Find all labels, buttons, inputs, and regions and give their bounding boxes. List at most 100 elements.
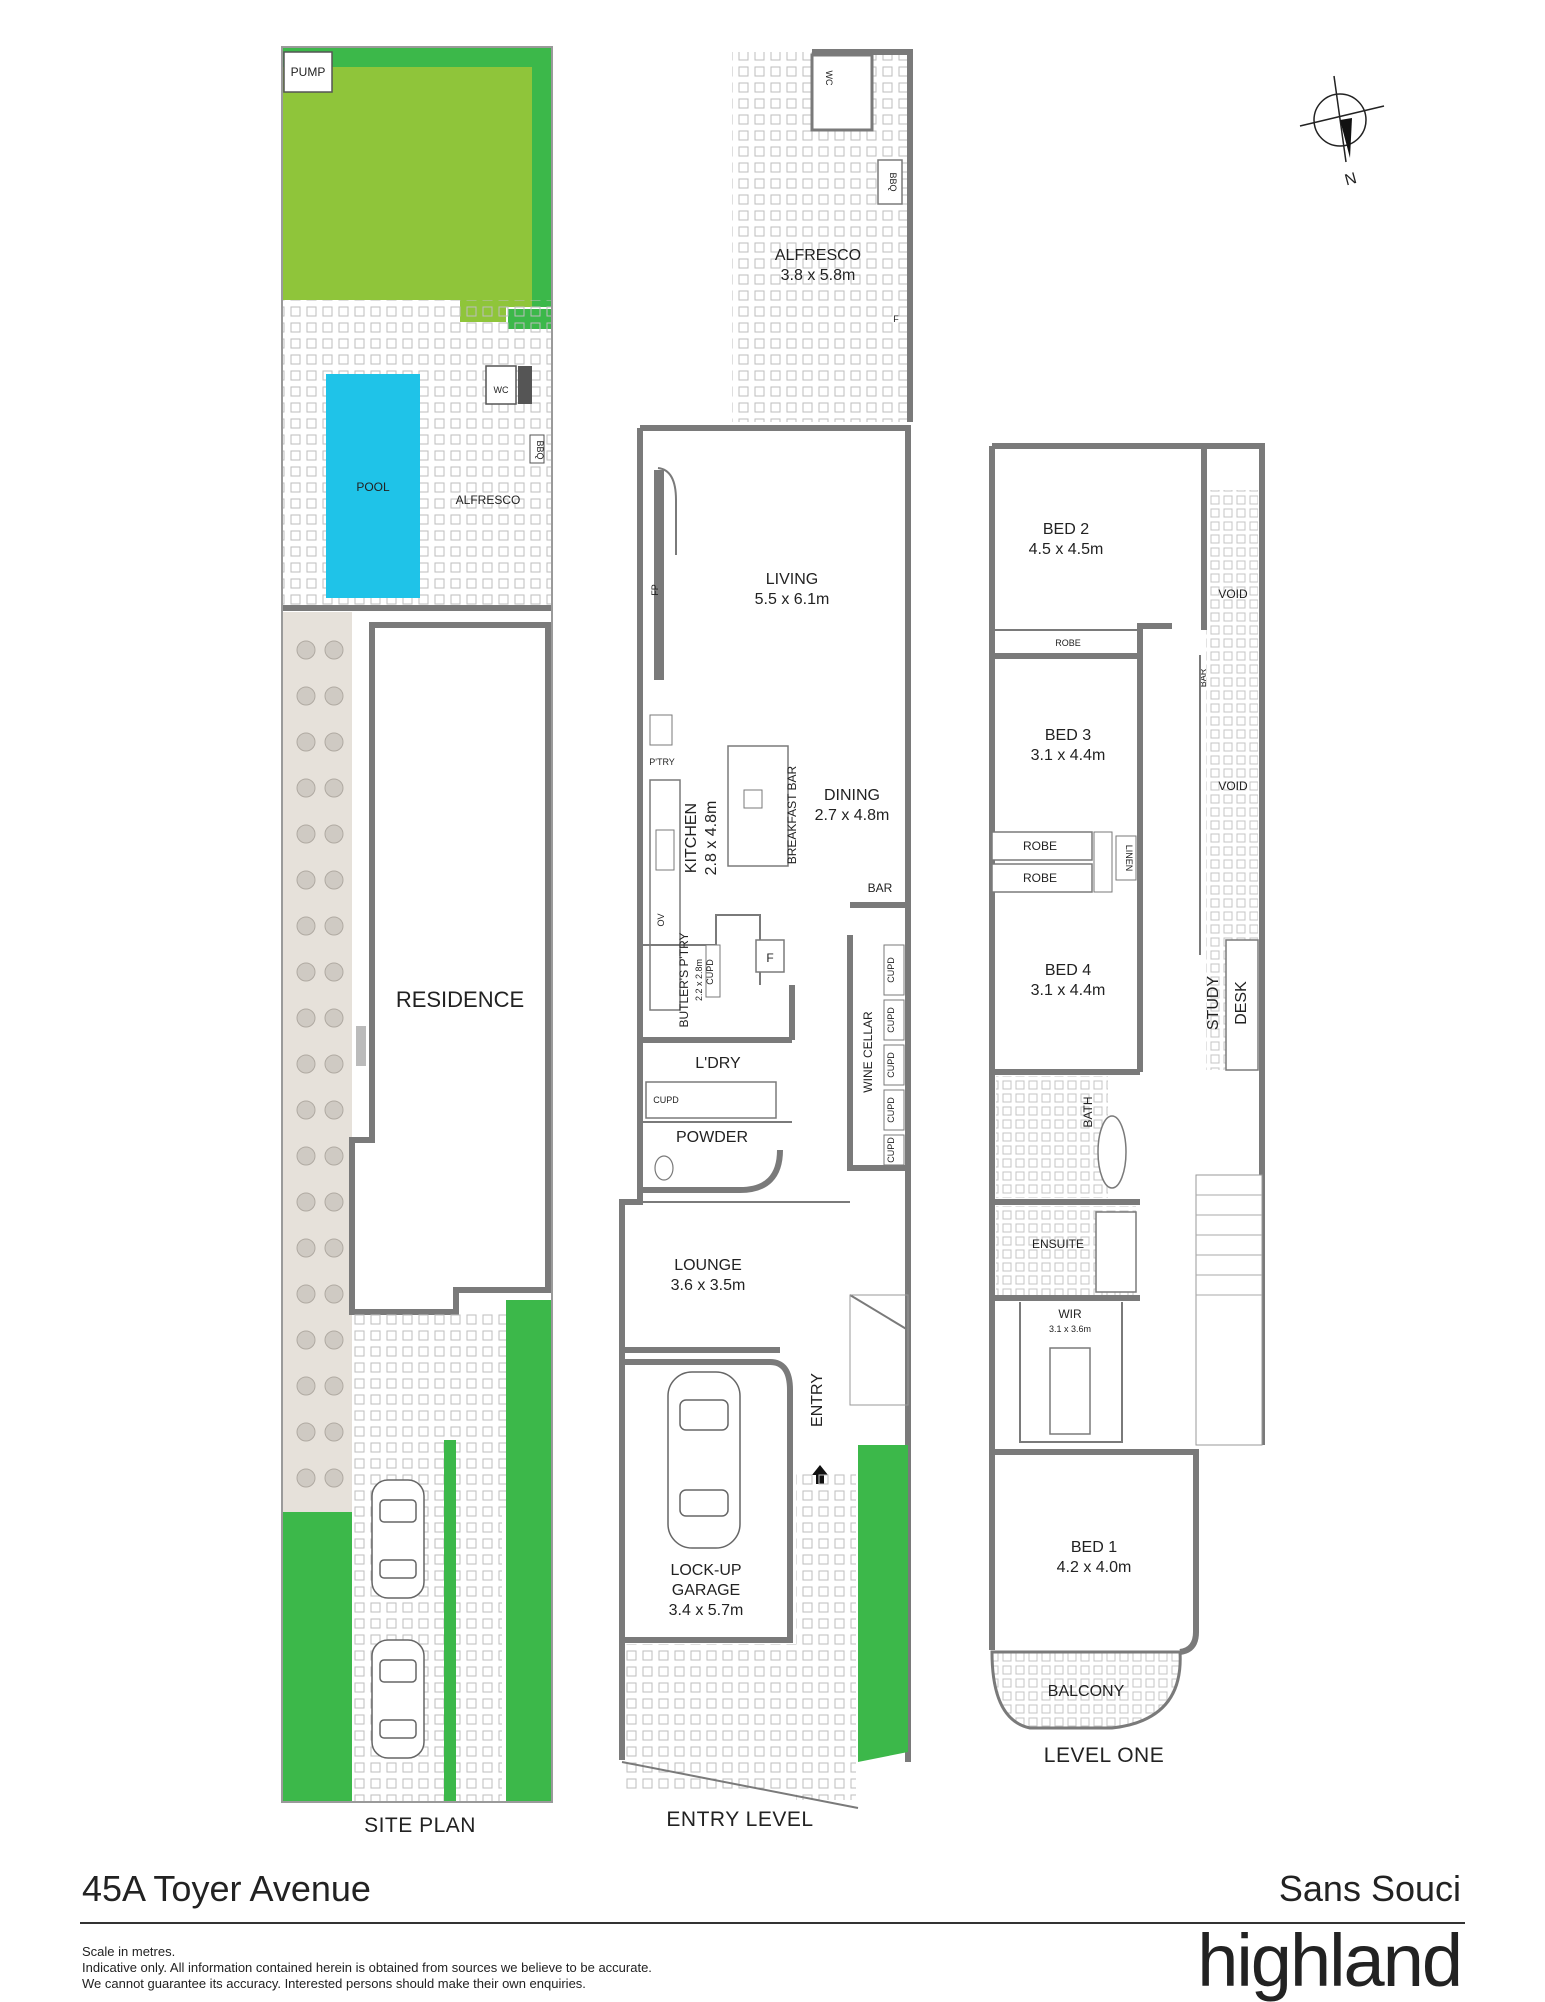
front-boundary	[621, 1761, 859, 1809]
butlers-cupd-label: CUPD	[705, 959, 715, 985]
butlers-fridge-label: F	[766, 951, 773, 965]
residence-stair-mark	[356, 1026, 366, 1066]
wir-name: WIR	[1058, 1307, 1082, 1321]
entry-wc-label: WC	[824, 71, 834, 86]
entry-label: ENTRY	[809, 1373, 826, 1427]
entry-left-wall	[619, 428, 643, 1760]
pump-label: PUMP	[291, 65, 326, 79]
cooktop	[655, 829, 675, 871]
balcony-label: BALCONY	[1048, 1683, 1125, 1700]
butlers-fridge	[755, 939, 785, 973]
front-garden-left	[282, 1512, 352, 1802]
site-boundary	[281, 46, 553, 1803]
stair-treads	[1196, 1194, 1262, 1296]
bed3-robe	[991, 831, 1093, 861]
level-one-plan: VOID VOID BAR BED 2 4.5 x 4.5m ROBE BED …	[989, 443, 1265, 1730]
stepping-stones	[296, 640, 344, 1488]
garage-car-icon	[667, 1371, 741, 1549]
void-label-2: VOID	[1218, 779, 1248, 793]
wine-cupd-label-5: CUPD	[886, 1137, 896, 1163]
bed2-robe-label: ROBE	[1055, 638, 1081, 648]
entry-wc-room	[810, 53, 874, 132]
living-name: LIVING	[766, 571, 818, 588]
entry-alfresco-name: ALFRESCO	[775, 247, 861, 264]
living-curve-wall	[657, 467, 677, 555]
disclaimer: Scale in metres. Indicative only. All in…	[82, 1944, 652, 1992]
ptry-label: P'TRY	[649, 757, 675, 767]
stair-edge	[849, 1294, 909, 1331]
butlers-name: BUTLER'S P'TRY	[677, 932, 691, 1027]
powder-toilet	[654, 1155, 674, 1181]
wine-cellar-wall	[847, 935, 908, 1171]
study-label: STUDY	[1205, 976, 1222, 1031]
front-garden-right	[506, 1300, 552, 1802]
laundry-label: L'DRY	[695, 1055, 741, 1072]
butlers-size: 2.2 x 2.8m	[694, 959, 704, 1001]
site-plan: PUMP POOL ALFRESCO WC BBQ	[281, 46, 553, 1803]
kitchen-island	[727, 745, 789, 867]
kitchen-size: 2.8 x 4.8m	[703, 801, 720, 876]
void-label-1: VOID	[1218, 587, 1248, 601]
site-wc-label: WC	[494, 385, 509, 395]
garage-name-line1: LOCK-UP	[670, 1562, 741, 1579]
entry-level-title: ENTRY LEVEL	[666, 1808, 813, 1831]
ensuite-shower	[1095, 1211, 1137, 1293]
disclaimer-line-2: Indicative only. All information contain…	[82, 1960, 652, 1975]
level-one-title: LEVEL ONE	[1044, 1744, 1164, 1767]
car-icon	[371, 1479, 425, 1759]
alfresco-wall	[812, 49, 913, 422]
bed3-robe-label: ROBE	[1023, 839, 1057, 853]
butlers-wall	[640, 914, 761, 985]
wir-wall	[1019, 1302, 1123, 1443]
residence-outline	[349, 622, 551, 1315]
l1-right-wall	[992, 443, 1265, 1445]
desk-label: DESK	[1233, 981, 1250, 1025]
wine-cupd-label-1: CUPD	[886, 957, 896, 983]
bed3-size: 3.1 x 4.4m	[1031, 747, 1106, 764]
bed2-bottom-wall	[992, 623, 1172, 659]
ptry-box	[649, 714, 673, 746]
kitchen-bench	[649, 779, 681, 1011]
powder-curve-wall	[640, 1149, 783, 1193]
site-bbq-label: BBQ	[535, 440, 545, 459]
lawn	[282, 67, 532, 322]
alfresco-fridge-label: F	[893, 314, 899, 324]
small-robes	[1093, 831, 1113, 893]
bed1-size: 4.2 x 4.0m	[1057, 1559, 1132, 1576]
bed1-wall	[992, 1449, 1199, 1655]
wine-cellar-cupds	[883, 944, 905, 1166]
bed3-name: BED 3	[1045, 727, 1091, 744]
entry-stair	[849, 1294, 909, 1406]
garden-strip-top	[282, 47, 552, 67]
wir-island	[1049, 1347, 1091, 1435]
disclaimer-line-1: Scale in metres.	[82, 1944, 176, 1959]
disclaimer-line-3: We cannot guarantee its accuracy. Intere…	[82, 1976, 586, 1991]
bath-floor	[996, 1076, 1108, 1198]
dining-name: DINING	[824, 787, 880, 804]
pump-box	[283, 51, 333, 93]
bed4-robe-label: ROBE	[1023, 871, 1057, 885]
wine-cupd-label-3: CUPD	[886, 1052, 896, 1078]
garage-name-line2: GARAGE	[672, 1582, 740, 1599]
linen-cupboard	[1115, 835, 1137, 881]
site-wc-wall	[518, 366, 532, 404]
lounge-size: 3.6 x 3.5m	[671, 1277, 746, 1294]
suburb: Sans Souci	[1278, 1868, 1461, 1909]
driveway-strip	[444, 1440, 456, 1802]
garden-strip-right	[532, 47, 552, 307]
laundry-cupd-label: CUPD	[653, 1095, 679, 1105]
island-sink	[743, 789, 763, 809]
butlers-cupd	[705, 944, 721, 998]
compass-north-label: N	[1343, 170, 1359, 189]
bath-label: BATH	[1081, 1096, 1095, 1127]
linen-label: LINEN	[1124, 845, 1134, 872]
entry-bbq-box	[877, 159, 903, 205]
entry-bbq-label: BBQ	[888, 172, 898, 191]
dining-size: 2.7 x 4.8m	[815, 807, 890, 824]
bed4-size: 3.1 x 4.4m	[1031, 982, 1106, 999]
front-paving	[626, 1644, 796, 1794]
site-plan-title: SITE PLAN	[364, 1814, 476, 1837]
living-size: 5.5 x 6.1m	[755, 591, 830, 608]
wine-cupd-label-4: CUPD	[886, 1097, 896, 1123]
